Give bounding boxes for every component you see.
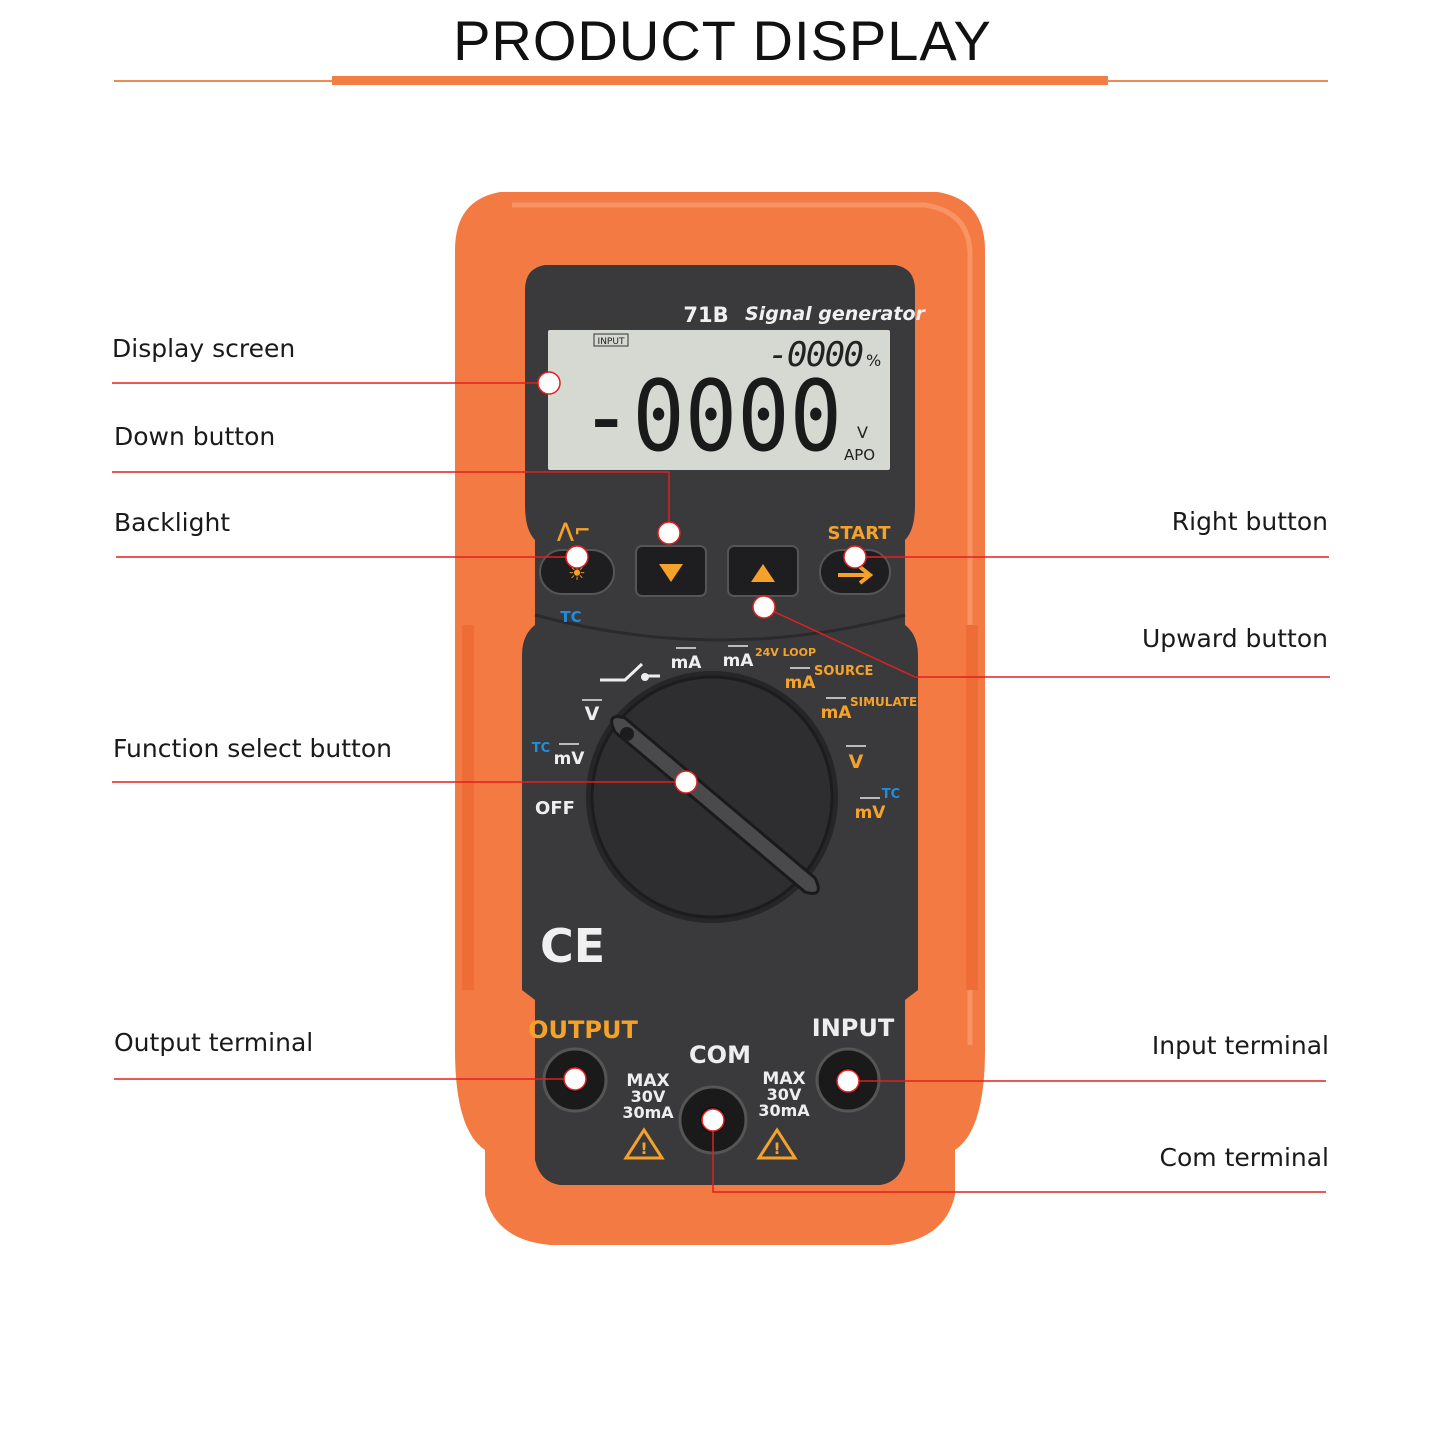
right-arrow-icon: [838, 565, 874, 585]
dial-v-input: V: [585, 703, 600, 725]
dial-ma-2: mA: [723, 651, 755, 671]
dial-tc-output: TC: [882, 787, 900, 802]
title-rule-right: [1106, 80, 1328, 82]
svg-text:!: !: [773, 1139, 780, 1158]
callout-com-terminal: Com terminal: [1159, 1143, 1329, 1172]
up-arrow-icon: [751, 564, 775, 582]
left-current-label: 30mA: [622, 1103, 674, 1122]
com-label: COM: [689, 1041, 751, 1069]
buttons-row: ☀ ⋀⌐ TC START: [539, 518, 891, 626]
up-button[interactable]: [727, 545, 799, 597]
right-max-label: MAX: [762, 1069, 805, 1089]
callout-display-screen: Display screen: [112, 334, 296, 363]
callout-dots: [537, 371, 867, 1132]
dial-mv-input: mV: [554, 749, 586, 769]
device-name-label: Signal generator: [745, 303, 926, 325]
line-upward-button: [763, 606, 1330, 678]
dial-mv-output: mV: [855, 803, 887, 823]
dial-ma-source: mA: [785, 673, 817, 693]
lcd-secondary-reading: -0000: [768, 335, 864, 375]
input-label: INPUT: [812, 1014, 895, 1042]
dial-ma-1: mA: [671, 653, 703, 673]
down-arrow-icon: [659, 564, 683, 582]
line-down-button: [112, 471, 670, 533]
ramp-icon: ⋀⌐: [557, 518, 591, 542]
dial-pointer: [610, 715, 820, 895]
display-screen: INPUT -0000 % -0000 V APO: [548, 330, 890, 474]
function-select-dial[interactable]: [586, 671, 838, 923]
page-title: PRODUCT DISPLAY: [453, 9, 992, 72]
right-button[interactable]: [819, 549, 891, 595]
backlight-button[interactable]: ☀: [539, 549, 615, 595]
dial-simulate: SIMULATE: [850, 695, 917, 709]
output-label: OUTPUT: [528, 1016, 638, 1044]
callout-output-terminal: Output terminal: [114, 1028, 314, 1057]
ce-mark: CE: [540, 919, 605, 973]
line-com-terminal: [712, 1120, 1326, 1193]
warning-icon-left: !: [623, 1127, 665, 1160]
callout-lines: [112, 382, 1330, 1193]
terminals: OUTPUT COM INPUT MAX 30V 30mA MAX 30V 30…: [528, 1014, 895, 1160]
dial-labels: mA mA 24V LOOP mA SOURCE mA SIMULATE V m…: [532, 645, 917, 823]
title-rule-center: [332, 76, 1108, 85]
dial-source: SOURCE: [814, 664, 873, 679]
lcd-percent: %: [866, 351, 881, 370]
callout-upward-button: Upward button: [1141, 624, 1328, 653]
dial-tc-input: TC: [532, 741, 550, 756]
tc-label: TC: [560, 608, 581, 626]
dial-off: OFF: [535, 798, 575, 819]
dial-ma-simulate: mA: [821, 703, 853, 723]
lcd-apo: APO: [844, 446, 875, 464]
svg-text:!: !: [640, 1139, 647, 1158]
left-max-label: MAX: [626, 1071, 669, 1091]
callout-input-terminal: Input terminal: [1151, 1031, 1329, 1060]
dial-24v-loop: 24V LOOP: [755, 646, 816, 659]
start-label: START: [827, 523, 891, 544]
lcd-main-reading: -0000: [580, 360, 842, 474]
callout-right-button: Right button: [1171, 507, 1328, 536]
callout-function-select: Function select button: [113, 734, 392, 763]
lcd-input-tag: INPUT: [598, 337, 625, 347]
warning-icon-right: !: [756, 1127, 798, 1160]
lcd-unit: V: [857, 423, 868, 442]
right-voltage-label: 30V: [767, 1085, 802, 1104]
model-label: 71B: [683, 303, 728, 327]
title-rule-left: [114, 80, 334, 82]
sun-icon: ☀: [568, 563, 586, 585]
lcd-panel: [548, 330, 890, 470]
left-voltage-label: 30V: [631, 1087, 666, 1106]
callout-down-button: Down button: [114, 422, 276, 451]
right-current-label: 30mA: [758, 1101, 810, 1120]
callout-backlight: Backlight: [114, 508, 231, 537]
dial-v-output: V: [849, 751, 864, 773]
down-button[interactable]: [635, 545, 707, 597]
